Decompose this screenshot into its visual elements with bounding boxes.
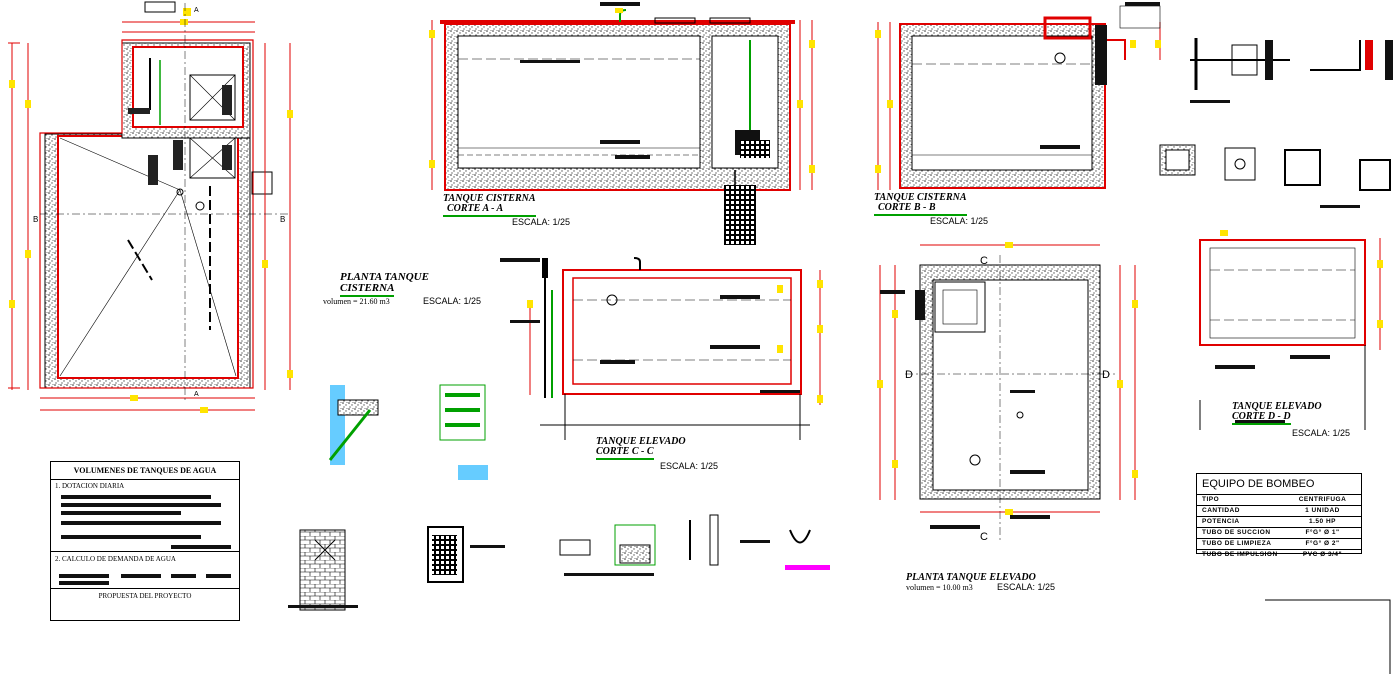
detail-drawings-top-right bbox=[1159, 38, 1393, 208]
elevated-plan-drawing: C C D D bbox=[877, 242, 1138, 543]
marker-a-top: A bbox=[194, 7, 199, 14]
elevated-section-cc-drawing bbox=[500, 257, 823, 440]
pump-row-suction: TUBO DE SUCCION F°G° Ø 1" bbox=[1197, 528, 1361, 539]
elevated-cc-title-text: TANQUE ELEVADO bbox=[596, 436, 686, 447]
cistern-plan-title: PLANTA TANQUE CISTERNA bbox=[340, 271, 429, 297]
cistern-section-aa-drawing bbox=[429, 2, 815, 245]
pump-row-quantity: CANTIDAD 1 UNIDAD bbox=[1197, 506, 1361, 517]
marker-b-left: B bbox=[33, 215, 38, 224]
pump-equipment-table: EQUIPO DE BOMBEO TIPO CENTRIFUGA CANTIDAD… bbox=[1196, 473, 1362, 558]
marker-d-left: D bbox=[905, 369, 913, 381]
elevated-dd-title-text: TANQUE ELEVADO bbox=[1232, 401, 1322, 412]
pump-row-cleaning: TUBO DE LIMPIEZA F°G° Ø 2" bbox=[1197, 539, 1361, 550]
marker-b-right: B bbox=[280, 215, 285, 224]
elevated-cc-subtitle: CORTE C - C bbox=[596, 446, 654, 460]
pump-row-impulsion: TUBO DE IMPULSION PVC Ø 3/4" bbox=[1197, 550, 1361, 560]
cistern-aa-title: TANQUE CISTERNA CORTE A - A bbox=[443, 194, 536, 217]
cistern-aa-subtitle: CORTE A - A bbox=[447, 203, 504, 214]
pump-value: 1 UNIDAD bbox=[1305, 507, 1340, 514]
elevated-cc-title: TANQUE ELEVADO CORTE C - C bbox=[596, 436, 686, 460]
pump-key: TUBO DE SUCCION bbox=[1202, 529, 1271, 536]
volumes-section-demand: 2. CALCULO DE DEMANDA DE AGUA bbox=[51, 552, 239, 589]
marker-c-top: C bbox=[980, 255, 988, 267]
cistern-plan-drawing: B B A A bbox=[8, 1, 293, 413]
pump-value: PVC Ø 3/4" bbox=[1302, 551, 1343, 558]
marker-a-bottom: A bbox=[194, 391, 199, 398]
elevated-section-dd-drawing bbox=[1199, 230, 1383, 430]
elevated-cc-scale: ESCALA: 1/25 bbox=[660, 461, 719, 471]
cistern-bb-scale: ESCALA: 1/25 bbox=[930, 216, 989, 226]
volumes-table: VOLUMENES DE TANQUES DE AGUA 1. DOTACION… bbox=[50, 461, 240, 621]
volumes-section-demand-label: 2. CALCULO DE DEMANDA DE AGUA bbox=[55, 555, 176, 563]
elevated-plan-volume: volumen = 10.00 m3 bbox=[906, 583, 973, 592]
volumes-section-proposal: PROPUESTA DEL PROYECTO bbox=[51, 589, 239, 620]
pump-key: CANTIDAD bbox=[1202, 507, 1240, 514]
detail-drawings-bottom bbox=[288, 384, 830, 611]
cistern-bb-title-text: TANQUE CISTERNA bbox=[874, 192, 967, 203]
marker-c-bottom: C bbox=[980, 531, 988, 543]
pump-table-title: EQUIPO DE BOMBEO bbox=[1197, 474, 1361, 495]
pump-value: F°G° Ø 2" bbox=[1305, 540, 1340, 547]
pump-row-power: POTENCIA 1.50 HP bbox=[1197, 517, 1361, 528]
cistern-aa-scale: ESCALA: 1/25 bbox=[512, 217, 571, 227]
marker-d-right: D bbox=[1102, 369, 1110, 381]
elevated-dd-scale: ESCALA: 1/25 bbox=[1292, 428, 1351, 438]
volumes-section-daily: 1. DOTACION DIARIA bbox=[51, 479, 239, 552]
elevated-plan-scale: ESCALA: 1/25 bbox=[997, 582, 1056, 592]
volumes-section-proposal-label: PROPUESTA DEL PROYECTO bbox=[98, 592, 192, 600]
cistern-plan-scale: ESCALA: 1/25 bbox=[423, 296, 482, 306]
elevated-plan-title: PLANTA TANQUE ELEVADO bbox=[906, 572, 1036, 583]
elevated-dd-title: TANQUE ELEVADO CORTE D - D bbox=[1232, 401, 1322, 425]
pump-row-type: TIPO CENTRIFUGA bbox=[1197, 495, 1361, 506]
cistern-plan-title-text: PLANTA TANQUE bbox=[340, 271, 429, 283]
cistern-plan-volume: volumen = 21.60 m3 bbox=[323, 297, 390, 306]
pump-key: POTENCIA bbox=[1202, 518, 1240, 525]
pump-key: TUBO DE LIMPIEZA bbox=[1202, 540, 1272, 547]
cistern-bb-title: TANQUE CISTERNA CORTE B - B bbox=[874, 193, 967, 216]
elevated-dd-subtitle: CORTE D - D bbox=[1232, 411, 1291, 425]
cistern-aa-title-text: TANQUE CISTERNA bbox=[443, 193, 536, 204]
pump-key: TUBO DE IMPULSION bbox=[1202, 551, 1278, 558]
cistern-bb-subtitle: CORTE B - B bbox=[878, 202, 936, 213]
volumes-table-title: VOLUMENES DE TANQUES DE AGUA bbox=[51, 462, 239, 480]
cistern-section-bb-drawing bbox=[875, 2, 1161, 190]
cistern-plan-subtitle: CISTERNA bbox=[340, 282, 395, 297]
pump-value: F°G° Ø 1" bbox=[1305, 529, 1340, 536]
volumes-section-daily-label: 1. DOTACION DIARIA bbox=[55, 482, 125, 490]
pump-value: CENTRIFUGA bbox=[1298, 496, 1347, 503]
pump-value: 1.50 HP bbox=[1309, 518, 1336, 525]
pump-key: TIPO bbox=[1202, 496, 1220, 503]
